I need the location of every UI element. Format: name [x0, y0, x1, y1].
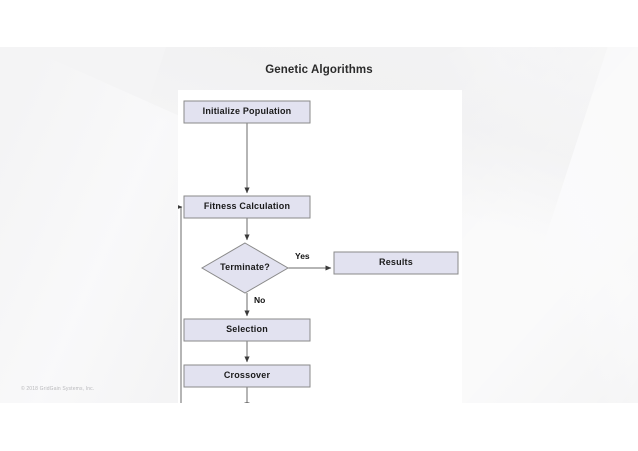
page-title: Genetic Algorithms	[265, 64, 373, 76]
flowchart-graphic	[178, 100, 459, 403]
node-terminate-decision[interactable]	[201, 242, 289, 294]
edge-loop-path	[180, 207, 182, 403]
node-selection[interactable]	[183, 318, 311, 342]
flowchart-panel: Initialize Population Fitness Calculatio…	[178, 90, 462, 403]
footer-copyright: © 2018 GridGain Systems, Inc.	[21, 386, 95, 392]
node-results[interactable]	[333, 251, 459, 275]
node-crossover[interactable]	[183, 364, 311, 388]
presentation-slide: Genetic Algorithms © 2018 GridGain Syste…	[0, 47, 638, 403]
node-fitness-calculation[interactable]	[183, 195, 311, 219]
node-initialize-population[interactable]	[183, 100, 311, 124]
